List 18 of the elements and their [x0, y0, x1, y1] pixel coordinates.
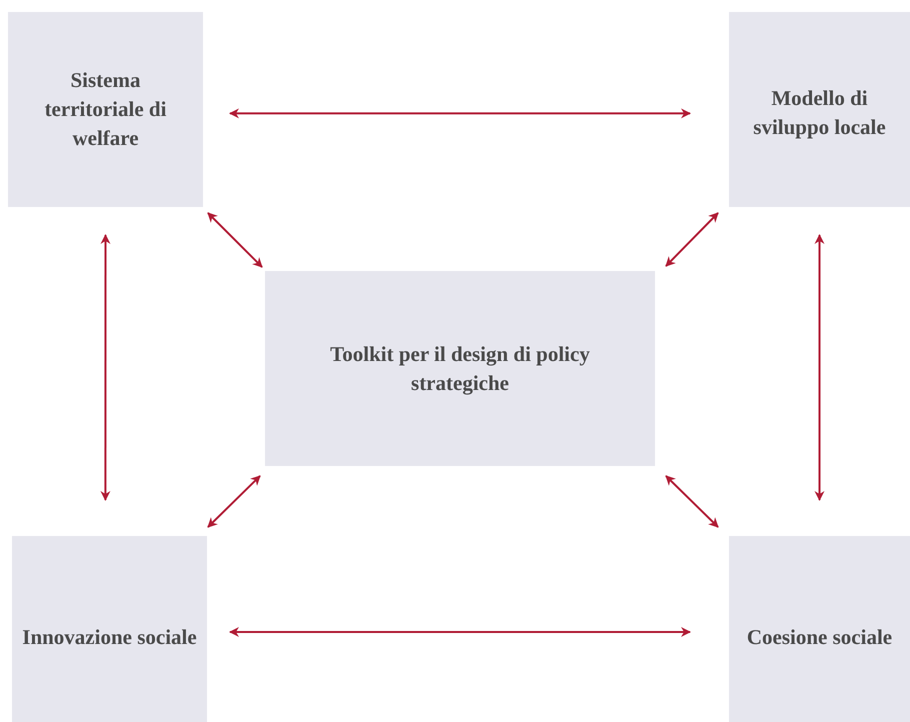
concept-box — [729, 12, 910, 207]
concept-label: Toolkit per il design di policy strategiche — [329, 340, 591, 397]
double-arrow — [665, 212, 719, 267]
concept-box — [8, 12, 203, 207]
concept-label: Modello di sviluppo locale — [752, 84, 887, 140]
double-arrow — [100, 234, 110, 501]
concept-box — [12, 536, 207, 722]
double-arrow — [814, 234, 824, 501]
concept-label: Innovazione sociale — [22, 624, 197, 650]
double-arrow — [207, 212, 263, 268]
concept-label: Sistema territoriale di welfare — [44, 67, 168, 152]
double-arrow — [229, 626, 691, 637]
concept-label: Coesione sociale — [746, 624, 892, 650]
double-arrow — [229, 108, 691, 118]
double-arrow — [665, 475, 719, 528]
concept-box — [265, 271, 655, 466]
double-arrow — [207, 475, 261, 528]
concept-box — [729, 536, 910, 722]
